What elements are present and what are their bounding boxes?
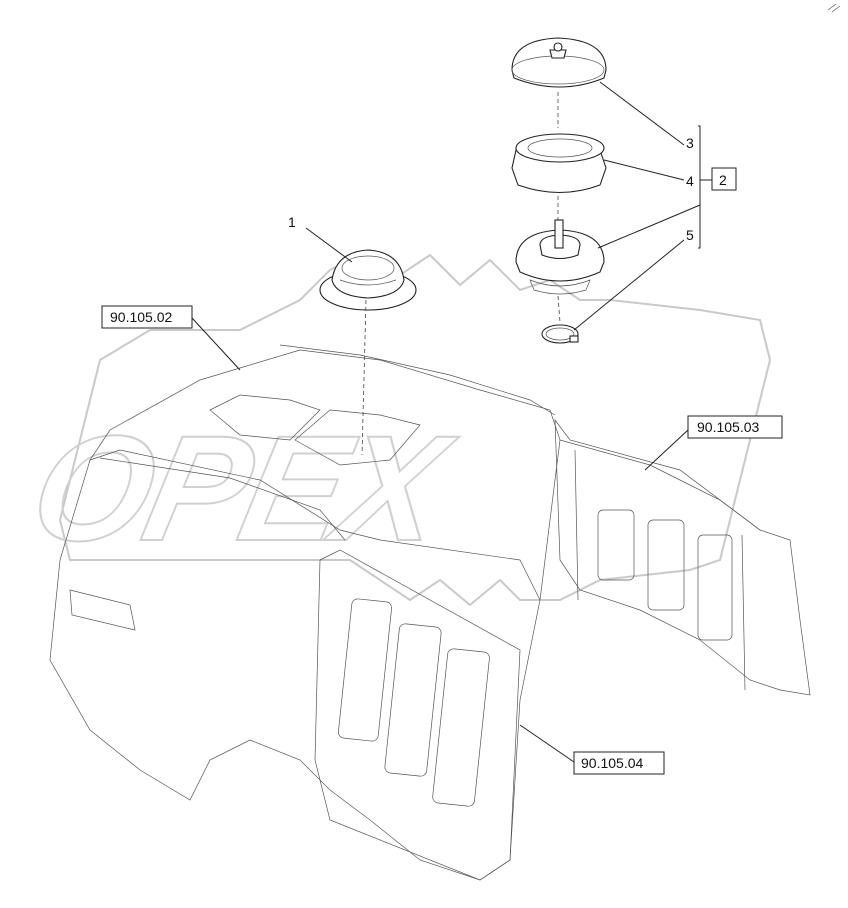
callout-5: 5	[686, 227, 694, 243]
part-3-filter-cover	[511, 37, 607, 88]
leader-4	[603, 159, 685, 181]
cab-right-panel	[554, 418, 811, 696]
leader-90-105-03	[644, 429, 689, 471]
right-pillar	[574, 449, 579, 601]
corner-mark	[827, 3, 841, 13]
right-slot-2	[647, 519, 685, 611]
cab-right-roofline	[559, 439, 761, 531]
axis-base-clamp	[557, 295, 561, 323]
callout-4: 4	[686, 173, 694, 189]
ref-90-105-02: 90.105.02	[110, 309, 172, 325]
leader-5	[573, 239, 685, 331]
roof-opening-right	[294, 409, 421, 466]
part-4-filter-ring	[511, 133, 607, 194]
callout-3: 3	[686, 135, 694, 151]
watermark-text: OPEX	[18, 406, 466, 573]
cab-roof-rail-2	[99, 457, 346, 541]
right-slot-3	[697, 534, 733, 641]
callouts: 1 2 3 4 5	[288, 135, 737, 243]
leader-base	[597, 204, 701, 249]
rear-slot-2	[384, 623, 442, 777]
roof-opening-left	[209, 394, 321, 441]
ref-90-105-03: 90.105.03	[697, 419, 759, 435]
leader-90-105-04	[519, 724, 575, 763]
part-1-vent-cap	[319, 249, 417, 311]
watermark-gear-outline	[58, 248, 772, 607]
part-1-assembly-axis	[361, 299, 367, 456]
rear-slot-1	[338, 598, 392, 742]
callout-2-box	[711, 167, 737, 191]
watermark: OPEX	[17, 248, 772, 607]
cab-roof-edge	[89, 449, 541, 601]
cab-body	[49, 344, 811, 881]
callout-1: 1	[288, 214, 296, 230]
callout-2: 2	[719, 172, 727, 188]
leader-90-105-02	[191, 317, 241, 371]
reference-labels: 90.105.02 90.105.03 90.105.04	[101, 305, 783, 775]
cab-left-face	[49, 349, 561, 881]
cab-left-window	[69, 589, 136, 631]
right-slot-1	[597, 509, 635, 581]
cab-roof-rail	[279, 344, 556, 416]
ref-90-105-04-box	[573, 751, 665, 775]
part-5-hose-clamp	[541, 324, 579, 344]
callout-group-bracket	[698, 125, 701, 249]
ref-90-105-03-box	[687, 415, 783, 439]
part-filter-base	[515, 219, 605, 295]
ref-90-105-04: 90.105.04	[581, 755, 643, 771]
right-pillar-2	[741, 534, 746, 691]
leader-1	[305, 227, 353, 263]
cab-rear-panel	[314, 549, 521, 881]
ref-90-105-02-box	[101, 305, 193, 329]
leader-3	[599, 81, 685, 146]
leader-lines	[191, 81, 712, 763]
rear-slot-3	[432, 648, 490, 807]
